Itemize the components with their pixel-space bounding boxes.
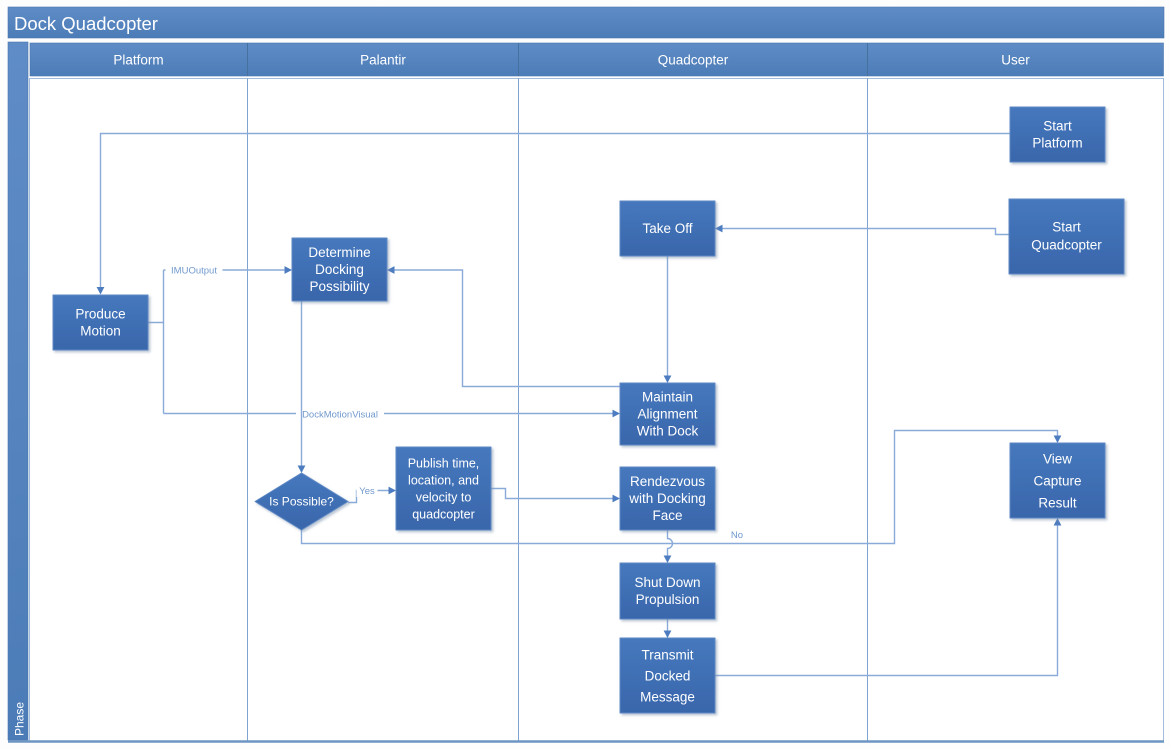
connector-maintain-determine[interactable] [387, 266, 620, 388]
node-shut-down-propulsion[interactable]: Shut Down Propulsion [619, 562, 716, 620]
node-label: Propulsion [636, 592, 700, 607]
node-label: Docked [645, 669, 691, 684]
node-determine-docking-possibility[interactable]: Determine Docking Possibility [291, 237, 388, 302]
connector-takeoff-maintain[interactable] [663, 256, 672, 384]
connector-publish-rendezvous[interactable] [491, 487, 620, 503]
node-label: Rendezvous [630, 474, 705, 489]
connector-determine-ispossible[interactable] [297, 301, 306, 474]
phase-bar[interactable]: Phase [7, 41, 29, 741]
connector-label-bg [165, 263, 223, 277]
node-transmit-docked-message[interactable]: Transmit Docked Message [619, 637, 716, 714]
node-label: Alignment [637, 407, 697, 422]
node-label: Start [1043, 119, 1072, 134]
node-label: Docking [315, 262, 364, 277]
node-is-possible-decision[interactable]: Is Possible? [254, 472, 349, 531]
node-label: Take Off [642, 221, 692, 236]
node-label: Maintain [642, 390, 693, 405]
connector-dockmotionvisual[interactable]: DockMotionVisual [163, 407, 621, 421]
node-take-off[interactable]: Take Off [619, 200, 716, 257]
lane-header-band [29, 42, 1164, 77]
node-label: Face [652, 508, 682, 523]
connector-no-viewcapture[interactable]: No [300, 429, 1062, 545]
connector-label-no: No [731, 530, 743, 541]
lane-header-platform[interactable]: Platform [113, 53, 163, 68]
lanes-body [29, 78, 1164, 742]
node-rendezvous[interactable]: Rendezvous with Docking Face [619, 466, 716, 531]
connector-label-dockmotionvisual: DockMotionVisual [302, 410, 378, 421]
node-label: With Dock [637, 424, 699, 439]
node-label: quadcopter [412, 508, 475, 522]
nodes: Start Platform Start Quadcopter Take Off… [52, 106, 1125, 714]
node-label: Message [640, 690, 695, 705]
node-label: Is Possible? [269, 495, 334, 509]
connector-label-bg [356, 484, 378, 497]
connector-shutdown-transmit[interactable] [663, 619, 672, 639]
connector-startplatform-producemotion[interactable] [96, 132, 1010, 295]
node-label: Transmit [641, 648, 693, 663]
connector-transmit-viewcapture[interactable] [715, 518, 1062, 677]
node-produce-motion[interactable]: Produce Motion [52, 294, 149, 351]
connector-label-imuoutput: IMUOutput [171, 266, 217, 277]
node-maintain-alignment[interactable]: Maintain Alignment With Dock [619, 382, 716, 446]
node-start-quadcopter[interactable]: Start Quadcopter [1008, 198, 1125, 275]
swimlane-frame [8, 78, 1164, 743]
node-label: Shut Down [634, 575, 700, 590]
phase-label: Phase [13, 702, 27, 736]
lane-header-quadcopter[interactable]: Quadcopter [658, 53, 729, 68]
node-label: Capture [1033, 474, 1081, 489]
node-label: Result [1038, 496, 1077, 511]
node-publish-state[interactable]: Publish time, location, and velocity to … [395, 446, 492, 531]
title-bar[interactable]: Dock Quadcopter [7, 6, 1165, 39]
connector-rendezvous-shutdown[interactable] [663, 530, 674, 564]
lane-header-row: Platform Palantir Quadcopter User [29, 42, 1164, 77]
connector-label-yes: Yes [359, 486, 375, 497]
node-start-platform[interactable]: Start Platform [1009, 106, 1106, 163]
lane-header-palantir[interactable]: Palantir [360, 53, 406, 68]
node-label: Publish time, [408, 457, 480, 471]
node-label: Start [1052, 220, 1081, 235]
node-label: Platform [1032, 136, 1082, 151]
node-label: Motion [80, 324, 121, 339]
connector-producemotion-trunk[interactable] [148, 270, 165, 414]
connector-imuoutput[interactable]: IMUOutput [163, 263, 293, 277]
node-view-capture-result[interactable]: View Capture Result [1009, 442, 1106, 519]
connector-label-bg [296, 407, 384, 420]
connectors: IMUOutput DockMotionVisual Yes [96, 132, 1062, 677]
connector-startquadcopter-takeoff[interactable] [715, 224, 1009, 236]
node-label: Quadcopter [1031, 238, 1102, 253]
lane-header-user[interactable]: User [1001, 53, 1030, 68]
node-label: with Docking [628, 491, 706, 506]
node-label: View [1043, 452, 1072, 467]
node-label: Possibility [309, 279, 369, 294]
node-label: Produce [75, 307, 125, 322]
connector-yes-publish[interactable]: Yes [348, 484, 396, 504]
node-label: velocity to [416, 491, 472, 505]
node-label: location, and [408, 474, 479, 488]
node-label: Determine [308, 245, 370, 260]
page-title: Dock Quadcopter [14, 13, 158, 34]
